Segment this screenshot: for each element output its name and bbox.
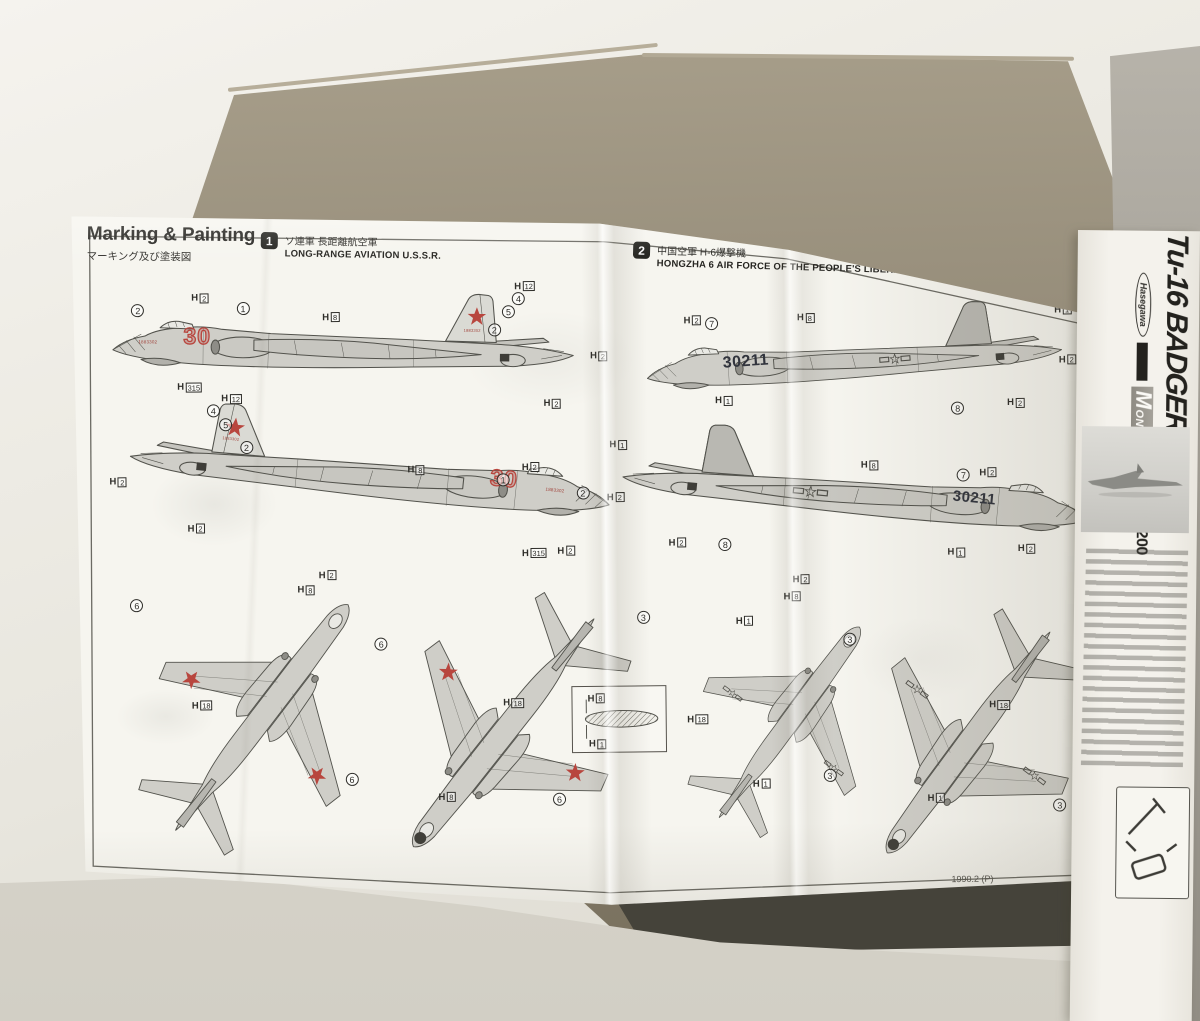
- model-photo: [1080, 426, 1190, 534]
- decal-callout-3: 3: [637, 611, 650, 624]
- decal-callout-2: 2: [488, 323, 501, 336]
- decal-callout-5: 5: [502, 305, 515, 318]
- paint-tools-icon: [1125, 797, 1178, 880]
- decal-callout-6: 6: [130, 599, 143, 612]
- instruction-sheet: Marking & Painting マーキング及び塗装図 1 ソ連軍 長距離航…: [68, 199, 1096, 916]
- tools-diagram-box: [1115, 786, 1191, 900]
- decal-callout-4: 4: [207, 404, 220, 417]
- aircraft-bottom-view-ussr: [353, 577, 657, 884]
- decal-callout-3: 3: [843, 632, 856, 645]
- decal-callout-4: 4: [512, 292, 525, 305]
- decal-callout-2: 2: [131, 304, 144, 317]
- decal-callout-5: 5: [219, 419, 232, 432]
- wing-cross-section-inset: [572, 685, 668, 752]
- description-text-lines: [1080, 545, 1189, 772]
- decal-callout-8: 8: [719, 538, 732, 551]
- pamphlet: Tu-16 BADGER Hasegawa MONOGRAM HM12 1:20…: [1069, 230, 1200, 1021]
- decal-callout-3: 3: [1053, 798, 1066, 811]
- hasegawa-logo: Hasegawa: [1134, 272, 1152, 337]
- decal-callout-8: 8: [951, 401, 964, 414]
- decal-callout-3: 3: [823, 769, 836, 782]
- decal-callout-2: 2: [240, 441, 253, 454]
- decal-callout-6: 6: [345, 772, 358, 785]
- brand-chip: [1136, 342, 1149, 381]
- aircraft-bottom-view-china: [838, 576, 1102, 903]
- decal-callout-7: 7: [957, 468, 970, 481]
- model-photo-plane-silhouette: [1087, 463, 1183, 498]
- decal-callout-7: 7: [705, 317, 718, 330]
- decal-callout-6: 6: [553, 793, 566, 806]
- decal-callout-1: 1: [496, 473, 509, 486]
- decal-callout-1: 1: [236, 302, 249, 315]
- decal-callout-2: 2: [576, 486, 589, 499]
- decal-callout-6: 6: [375, 638, 388, 651]
